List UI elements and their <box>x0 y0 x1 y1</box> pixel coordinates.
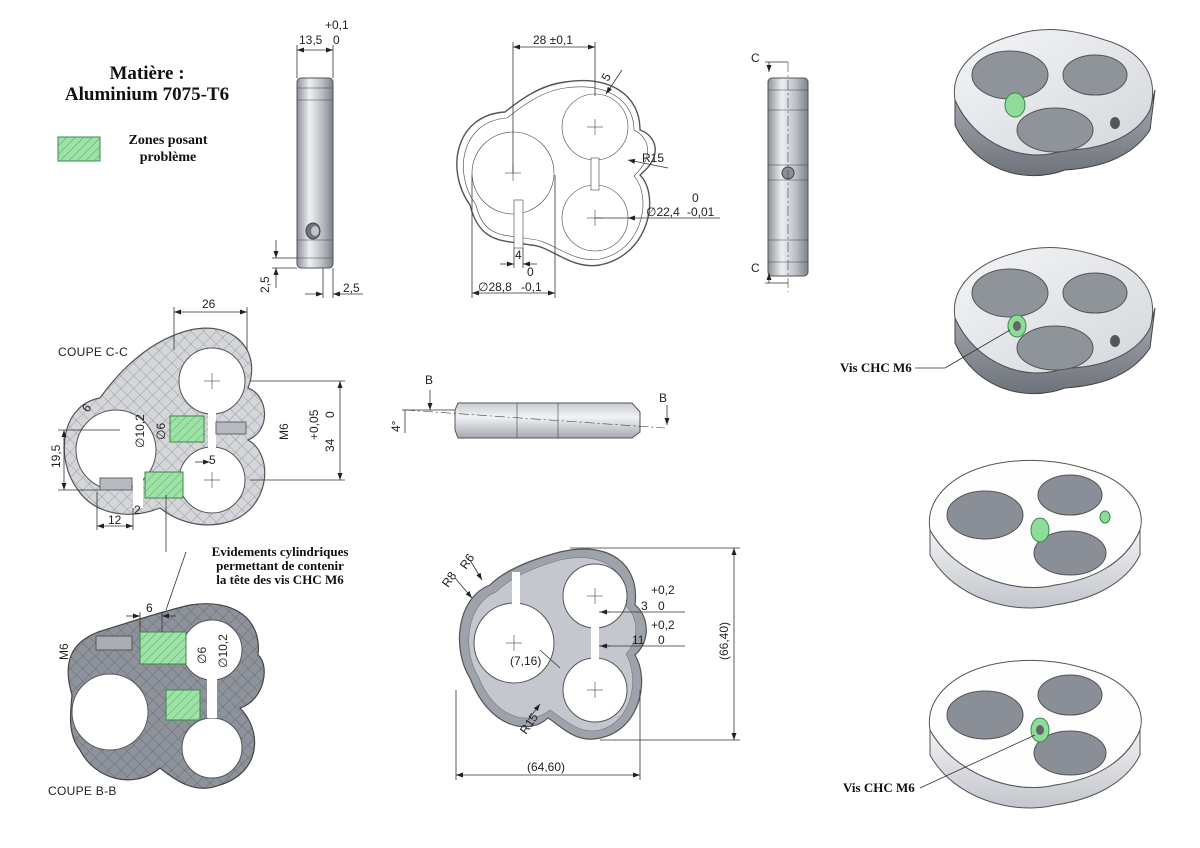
section-cc: COUPE C-C 26 ∅10,2 ∅6 M6 34 +0,05 0 19,5… <box>49 297 345 530</box>
legend-label-line1: Zones posant <box>129 133 208 148</box>
iso-view-1 <box>953 29 1156 177</box>
screw-label-2: Vis CHC M6 <box>843 780 915 795</box>
top-dia-small-tol-lower: -0,01 <box>687 205 715 219</box>
side-width-tol-upper: +0,1 <box>325 18 349 32</box>
bottom-height: (66,40) <box>717 622 731 660</box>
cc-dim-26: 26 <box>202 297 216 311</box>
material-value: Aluminium 7075-T6 <box>65 84 229 105</box>
bb-dia-10-2: ∅10,2 <box>216 634 230 668</box>
bb-dim-6: 6 <box>146 601 153 615</box>
bottom-center: (7,16) <box>510 654 541 668</box>
bottom-view: R6 R8 R15 (7,16) (64,60) (66,40) 3 +0,2 … <box>439 547 740 780</box>
bb-thread-m6: M6 <box>57 643 71 660</box>
section-b-label-right: B <box>659 391 667 405</box>
bb-dia-6: ∅6 <box>195 647 209 664</box>
top-dia-large: ∅28,8 <box>478 280 512 294</box>
bottom-dim-3: 3 <box>641 599 648 613</box>
top-dia-small-tol-upper: 0 <box>692 191 699 205</box>
top-center-distance: 28 ±0,1 <box>533 33 573 47</box>
top-dia-large-tol-upper: 0 <box>527 265 534 279</box>
bottom-r6: R6 <box>457 551 477 572</box>
cc-offset: 19,5 <box>49 444 63 468</box>
bottom-dim-11: 11 <box>632 633 645 647</box>
bottom-tol3-lower: 0 <box>658 599 665 613</box>
top-dia-small: ∅22,4 <box>646 205 680 219</box>
angle-dim: 4° <box>389 420 403 432</box>
screw-label-1: Vis CHC M6 <box>840 360 912 375</box>
cc-height-tol-lower: 0 <box>323 411 337 418</box>
section-bb: M6 6 ∅6 ∅10,2 COUPE B-B <box>48 601 265 798</box>
material-label: Matière : <box>109 63 184 84</box>
cc-height: 34 <box>323 438 337 452</box>
iso-view-3 <box>928 459 1142 609</box>
callout-line2: permettant de contenir <box>216 558 344 573</box>
top-dia-large-tol-lower: -0,1 <box>521 280 542 294</box>
cc-thread-m6: M6 <box>277 423 291 440</box>
side-width-tol-lower: 0 <box>333 33 340 47</box>
top-radius-5: 5 <box>598 70 614 83</box>
side-chamfer-v: 2,5 <box>258 276 272 293</box>
callout-line3: la tête des vis CHC M6 <box>216 572 344 587</box>
section-c-label-top: C <box>751 51 760 65</box>
bottom-tol11-upper: +0,2 <box>651 618 675 632</box>
section-b-label-left: B <box>425 373 433 387</box>
legend-swatch <box>57 136 101 162</box>
top-radius-r15: R15 <box>642 151 664 165</box>
bottom-r8: R8 <box>439 569 459 590</box>
iso-view-2 <box>944 247 1156 395</box>
cc-dim-2: 2 <box>134 503 141 517</box>
angled-view: 4° B B <box>389 373 670 439</box>
bottom-tol3-upper: +0,2 <box>651 583 675 597</box>
cc-dim-12: 12 <box>108 513 122 527</box>
side-view-c: C C <box>751 51 809 292</box>
cc-dia-6: ∅6 <box>154 423 168 440</box>
side-width-dim: 13,5 <box>299 33 323 47</box>
bottom-width: (64,60) <box>527 760 565 774</box>
callout-line1: Evidements cylindriques <box>212 544 349 559</box>
iso-view-4 <box>919 659 1142 809</box>
bottom-tol11-lower: 0 <box>658 633 665 647</box>
cc-height-tol-upper: +0,05 <box>307 409 321 440</box>
cc-dim-5: 5 <box>209 453 216 467</box>
section-c-label-bottom: C <box>751 261 760 275</box>
section-cc-title: COUPE C-C <box>58 345 128 359</box>
legend-label-line2: problème <box>140 150 197 165</box>
top-view: 28 ±0,1 5 R15 ∅22,4 0 -0,01 4 ∅28,8 0 -0… <box>456 33 720 298</box>
top-slot-dim: 4 <box>515 248 522 262</box>
callout-leader <box>165 551 187 611</box>
side-view: 13,5 +0,1 0 2,5 2,5 <box>258 18 363 298</box>
side-chamfer-h: 2,5 <box>343 281 360 295</box>
section-bb-title: COUPE B-B <box>48 784 117 798</box>
cc-dia-10-2: ∅10,2 <box>133 414 147 448</box>
